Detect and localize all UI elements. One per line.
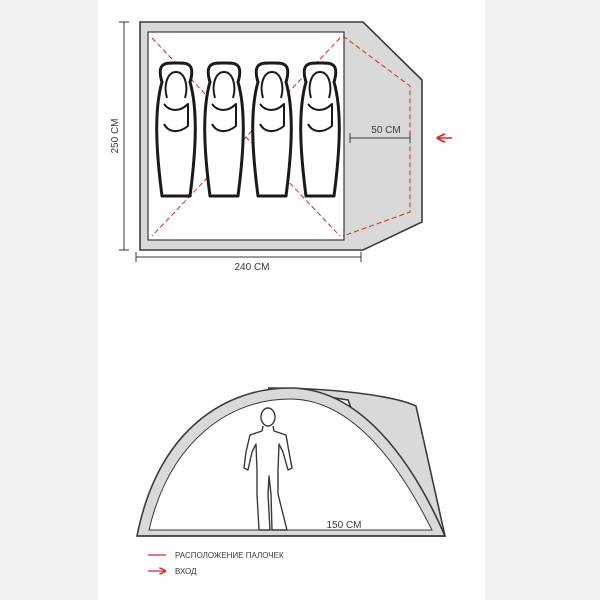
side-view: 150 CM	[136, 387, 447, 537]
sleeping-bag-icon	[155, 61, 197, 198]
sleeping-bag-icon	[299, 61, 341, 198]
legend: РАСПОЛОЖЕНИЕ ПАЛОЧЕК ВХОД	[148, 551, 284, 576]
vestibule-depth-label: 50 CM	[371, 125, 400, 136]
person-silhouette-icon	[243, 407, 293, 531]
tent-height-label: 150 CM	[326, 520, 361, 531]
pole-layout	[151, 35, 411, 237]
floor-plan: 50 CM 250 CM 240 CM	[110, 21, 452, 273]
sleeping-bag-icon	[251, 61, 293, 198]
side-inner-tent	[148, 398, 433, 531]
legend-entrance-label: ВХОД	[175, 567, 197, 576]
vestibule-dimension: 50 CM	[349, 125, 411, 143]
vestibule-pole	[342, 35, 411, 237]
legend-poles-label: РАСПОЛОЖЕНИЕ ПАЛОЧЕК	[175, 551, 284, 560]
sleeping-bags	[155, 61, 341, 198]
pole-diagonal-2	[151, 37, 341, 237]
width-dimension: 240 CM	[135, 252, 362, 273]
tent-depth-label: 250 CM	[110, 118, 121, 153]
height-dimension: 250 CM	[110, 21, 129, 251]
sleeping-bag-icon	[203, 61, 245, 198]
tent-width-label: 240 CM	[234, 262, 269, 273]
